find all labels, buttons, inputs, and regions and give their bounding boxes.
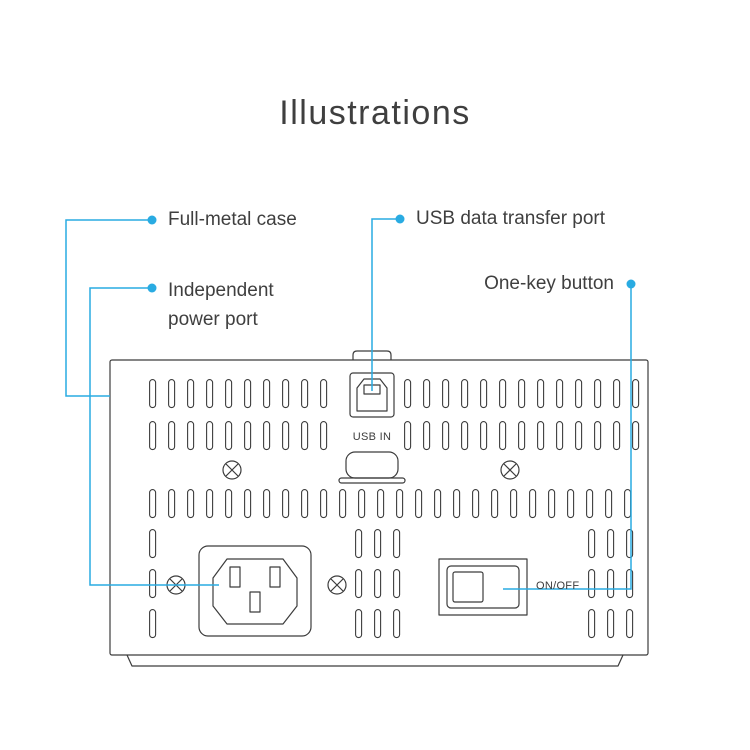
power-pin: [229, 566, 241, 588]
base-stand: [126, 654, 624, 667]
switch-frame: [438, 558, 528, 616]
vent-region-bottom-right: [588, 529, 634, 639]
screw-icon: [327, 575, 347, 595]
on-off-label: ON/OFF: [536, 580, 580, 592]
vent-region-top-left: [149, 379, 328, 451]
opening-outline: [345, 451, 399, 479]
opening-base: [338, 477, 406, 484]
callout-label-usb-data-port: USB data transfer port: [416, 208, 606, 229]
power-inlet: [198, 545, 312, 637]
power-switch: [438, 558, 528, 616]
case-outline: [109, 359, 649, 656]
vent-region-top-right: [404, 379, 640, 451]
power-pin: [269, 566, 281, 588]
switch-rocker: [452, 571, 484, 603]
callout-line-full-metal-case: [65, 219, 152, 397]
slot-opening: [338, 451, 406, 484]
callout-dot-one-key: [626, 279, 636, 289]
callout-line-power-port: [89, 287, 219, 586]
callout-label-power-port: Independent power port: [168, 280, 274, 330]
page-title: Illustrations: [279, 94, 471, 132]
vent-region-middle: [149, 489, 638, 519]
callout-dot-usb-port: [395, 214, 405, 224]
power-inlet-frame: [198, 545, 312, 637]
callout-dot-full-metal-case: [147, 215, 157, 225]
usb-in-label: USB IN: [352, 431, 392, 443]
power-pin: [249, 591, 261, 613]
usb-b-connector-icon: [356, 378, 388, 412]
vent-grid: [149, 379, 640, 639]
callout-line-usb-port: [371, 218, 400, 391]
screw-icon: [500, 460, 520, 480]
callout-dot-power-port: [147, 283, 157, 293]
screw-icon: [222, 460, 242, 480]
switch-bezel: [446, 565, 520, 609]
device-case: [109, 350, 649, 667]
callout-label-full-metal-case: Full-metal case: [168, 209, 297, 230]
power-inlet-socket: [212, 558, 298, 625]
callout-label-one-key-button: One-key button: [484, 273, 614, 294]
callout-connectors: [65, 214, 636, 590]
vent-region-bottom-center: [355, 529, 401, 639]
vent-region-bottom-left: [149, 529, 157, 639]
callout-line-one-key: [503, 284, 632, 590]
